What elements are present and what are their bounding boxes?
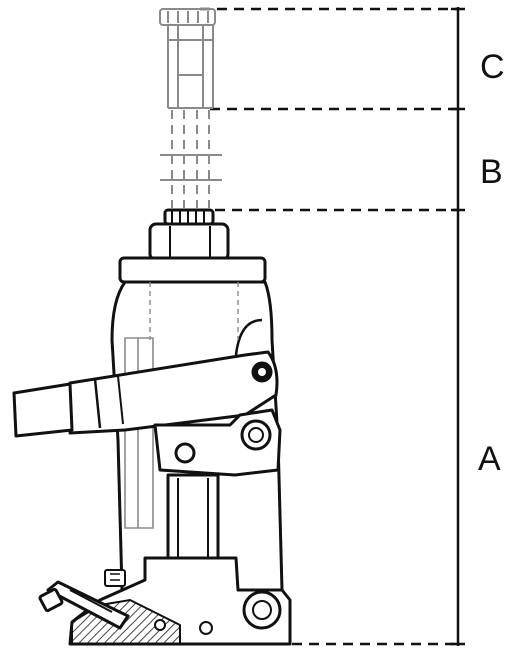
pump-plunger xyxy=(166,473,220,562)
base-bolt-right xyxy=(199,621,213,635)
handle-sleeve xyxy=(12,382,74,438)
label-a: A xyxy=(478,440,501,478)
dimension-lines xyxy=(200,7,458,646)
link-pin-left xyxy=(174,442,196,464)
label-c: C xyxy=(480,48,505,86)
ram-nut xyxy=(148,222,230,262)
extended-ram-ghost xyxy=(159,8,222,208)
release-valve xyxy=(46,580,130,630)
base-bolt-left xyxy=(154,619,166,631)
dimension-ticks xyxy=(451,7,465,646)
top-plate xyxy=(118,256,267,284)
jack-body xyxy=(12,208,292,646)
label-b: B xyxy=(480,153,503,191)
